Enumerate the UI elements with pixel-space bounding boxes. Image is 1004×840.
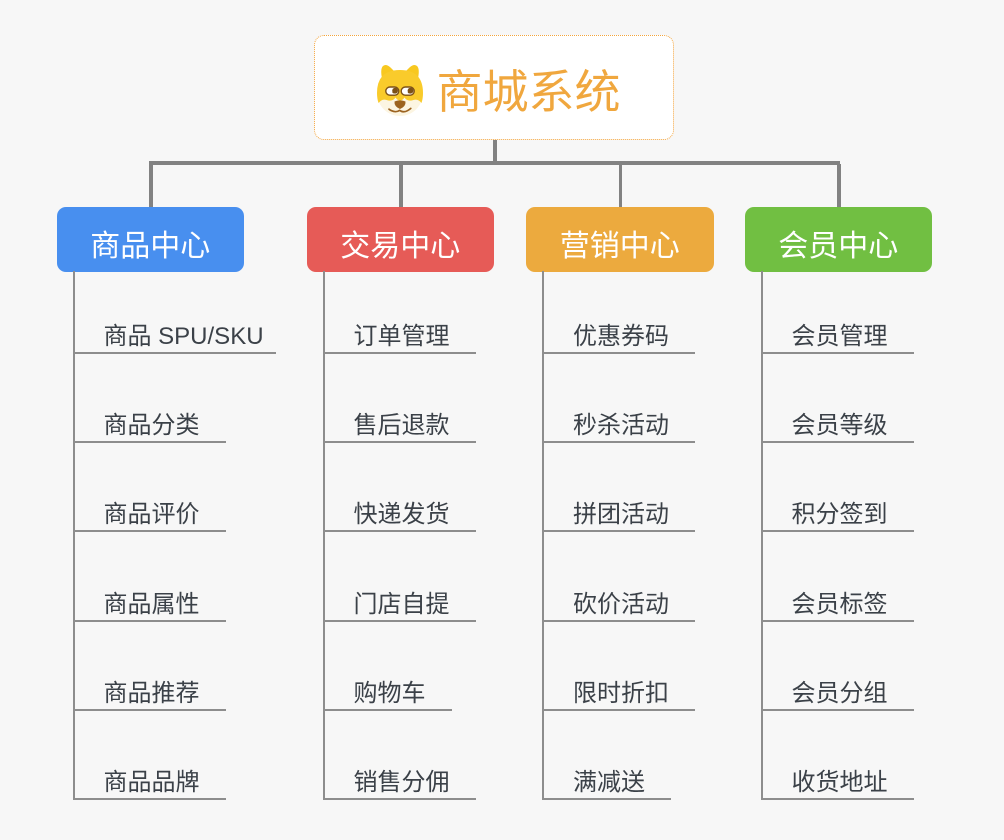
child-item[interactable]: 收货地址 [760,758,914,800]
child-item[interactable]: 订单管理 [322,312,476,354]
branch-drop-line [837,164,841,207]
child-item[interactable]: 售后退款 [322,401,476,444]
root-node[interactable]: 商城系统 [314,35,674,140]
child-item[interactable]: 快递发货 [322,490,476,533]
child-item-label: 商品推荐 [103,679,200,707]
child-item-label: 商品 SPU/SKU [103,323,264,350]
child-item-label: 限时折扣 [573,679,669,707]
branch-rail-line [149,161,840,165]
child-item[interactable]: 会员管理 [760,312,914,354]
branch-drop-line [618,164,622,207]
branch-label: 会员中心 [778,229,899,263]
root-label: 商城系统 [436,66,621,118]
branch-trunk-line [542,271,544,800]
child-item-label: 砍价活动 [573,590,669,618]
shiba-dog-icon [376,64,423,116]
root-connector-line [493,140,497,163]
child-item-label: 商品评价 [103,501,200,529]
child-item-label: 商品品牌 [103,769,200,796]
child-item-label: 门店自提 [353,590,450,618]
child-item[interactable]: 会员标签 [760,580,914,622]
child-item-label: 秒杀活动 [573,412,669,440]
branch-label: 交易中心 [340,229,461,263]
child-item-label: 积分签到 [791,501,888,529]
child-item[interactable]: 秒杀活动 [542,401,695,444]
child-item[interactable]: 商品 SPU/SKU [72,312,276,354]
child-item-label: 购物车 [353,679,426,707]
child-item[interactable]: 商品推荐 [72,669,226,711]
branch-trunk-line [322,271,325,800]
child-item-label: 满减送 [573,769,645,796]
child-item[interactable]: 商品分类 [72,401,226,444]
branch-trunk-line [760,271,763,800]
child-item[interactable]: 商品品牌 [72,758,226,800]
child-item-label: 会员等级 [791,412,888,440]
branch-drop-line [399,164,403,207]
child-item[interactable]: 门店自提 [322,580,476,622]
child-item[interactable]: 销售分佣 [322,758,476,800]
child-item-label: 拼团活动 [573,501,669,529]
child-item[interactable]: 限时折扣 [542,669,695,711]
child-item[interactable]: 积分签到 [760,490,914,533]
branch-node[interactable]: 会员中心 [744,207,932,272]
child-item[interactable]: 商品属性 [72,580,226,622]
child-item-label: 商品分类 [103,412,200,440]
child-item-label: 优惠券码 [573,323,669,350]
child-item-label: 销售分佣 [353,769,450,796]
child-item[interactable]: 满减送 [542,758,671,800]
child-item[interactable]: 会员分组 [760,669,914,711]
branch-node[interactable]: 交易中心 [306,207,494,272]
child-item-label: 会员管理 [791,323,888,350]
child-item[interactable]: 拼团活动 [542,490,695,533]
child-item-label: 会员分组 [791,679,888,707]
child-item[interactable]: 购物车 [322,669,452,711]
child-item[interactable]: 会员等级 [760,401,914,444]
child-item-label: 快递发货 [353,501,450,529]
child-item-label: 收货地址 [791,769,888,796]
branch-trunk-line [72,271,75,800]
child-item-label: 商品属性 [103,590,200,618]
branch-label: 商品中心 [90,229,211,263]
branch-label: 营销中心 [559,229,680,263]
child-item-label: 订单管理 [353,323,450,350]
child-item-label: 会员标签 [791,590,888,618]
child-item-label: 售后退款 [353,412,450,440]
child-item[interactable]: 商品评价 [72,490,226,533]
branch-drop-line [149,164,153,207]
branch-node[interactable]: 营销中心 [526,207,714,272]
child-item[interactable]: 优惠券码 [542,312,695,354]
branch-node[interactable]: 商品中心 [56,207,244,272]
child-item[interactable]: 砍价活动 [542,580,695,622]
